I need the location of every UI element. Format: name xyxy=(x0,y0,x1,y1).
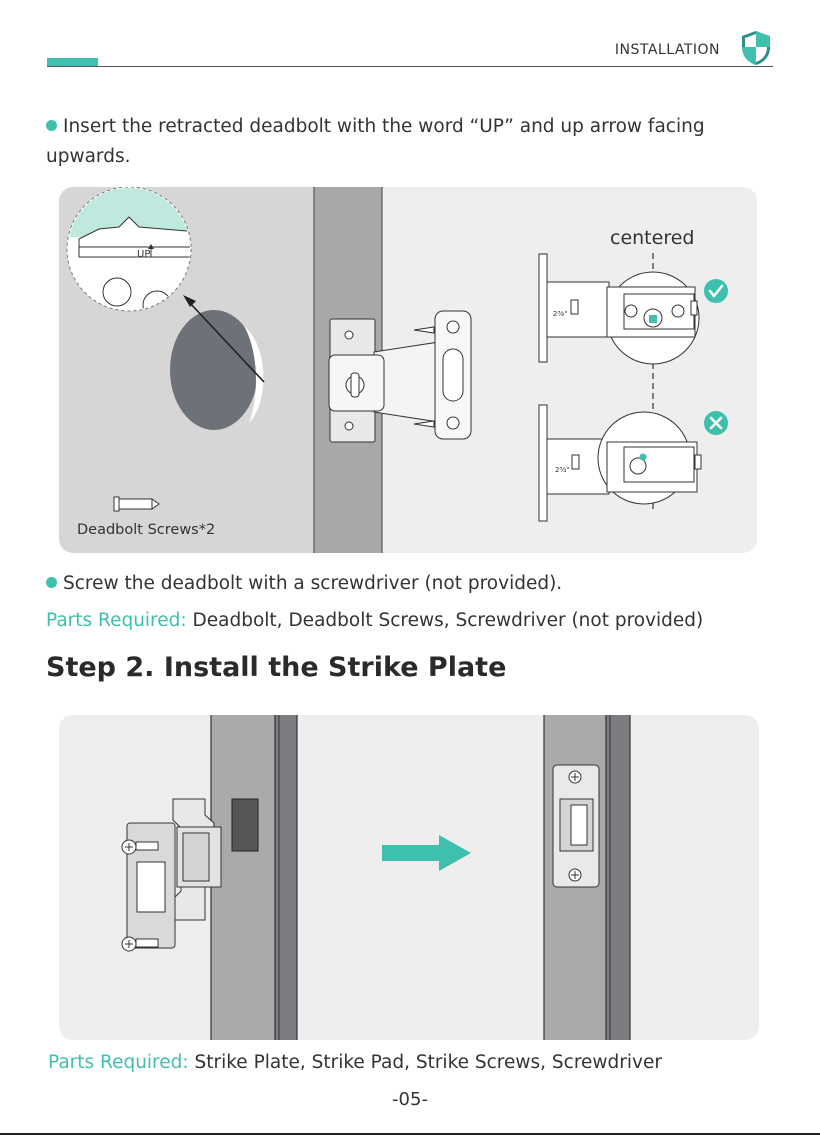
strike-screw-icon xyxy=(121,839,159,855)
centered-label: centered xyxy=(610,227,694,249)
parts-required-strike: Parts Required: Strike Plate, Strike Pad… xyxy=(48,1048,788,1078)
bullet-dot xyxy=(46,577,57,588)
x-circle-icon xyxy=(704,411,728,435)
section-title: INSTALLATION xyxy=(614,42,720,58)
shield-icon xyxy=(742,31,770,65)
instruction-screw-deadbolt: Screw the deadbolt with a screwdriver (n… xyxy=(46,569,766,599)
backset-label-top: 2³⁄₈" xyxy=(553,310,567,318)
parts-required-value: Deadbolt, Deadbolt Screws, Screwdriver (… xyxy=(192,610,704,631)
check-circle-icon xyxy=(704,279,728,303)
strike-plate-figure xyxy=(59,715,759,1040)
instruction-insert-deadbolt: Insert the retracted deadbolt with the w… xyxy=(46,116,705,167)
strike-plate-illustration xyxy=(121,715,631,1040)
deadbolt-screw-icon xyxy=(113,496,160,512)
backset-label-bottom: 2³⁄₄" xyxy=(555,466,569,474)
deadbolt-install-figure: UP Deadbolt Screws*2 ce xyxy=(59,187,757,553)
screws-caption: Deadbolt Screws*2 xyxy=(77,522,215,538)
parts-required-label: Parts Required: xyxy=(46,610,187,631)
parts-required-deadbolt: Parts Required: Deadbolt, Deadbolt Screw… xyxy=(46,606,786,636)
parts-required-label: Parts Required: xyxy=(48,1052,189,1073)
strike-screw-icon xyxy=(121,936,159,952)
bullet-dot xyxy=(46,120,57,131)
parts-required-value: Strike Plate, Strike Pad, Strike Screws,… xyxy=(194,1052,662,1073)
step2-title: Step 2. Install the Strike Plate xyxy=(46,652,507,683)
up-label: UP xyxy=(137,249,150,260)
header-rule xyxy=(47,66,773,67)
deadbolt-illustration: UP Deadbolt Screws*2 ce xyxy=(59,187,728,553)
header-accent-bar xyxy=(47,58,98,66)
page-number: -05- xyxy=(392,1089,428,1110)
right-arrow-icon xyxy=(382,835,471,871)
bottom-rule xyxy=(0,1133,820,1135)
